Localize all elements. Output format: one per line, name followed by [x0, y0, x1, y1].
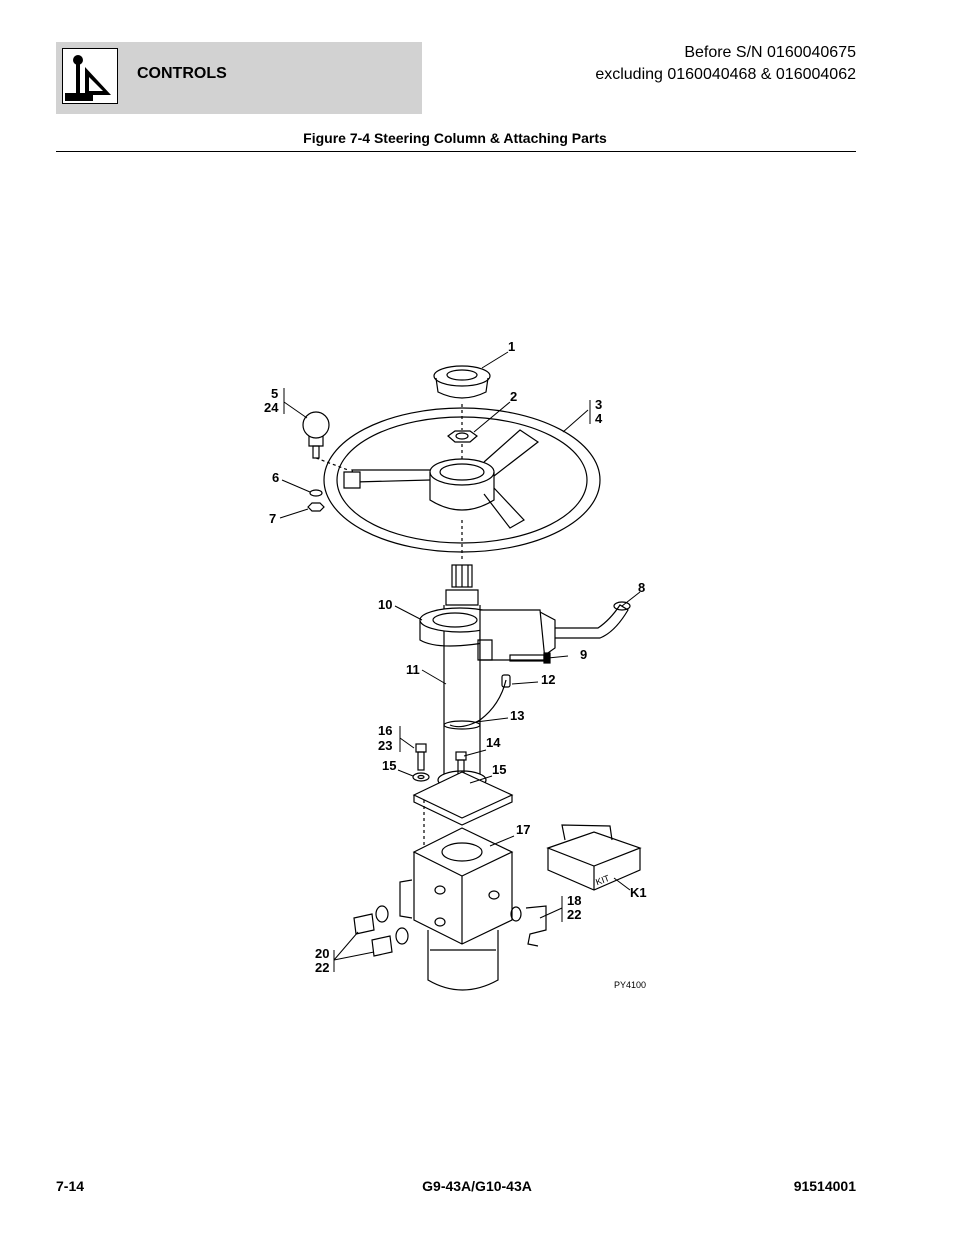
serial-line-2: excluding 0160040468 & 016004062: [595, 66, 856, 83]
callout-2: 2: [510, 389, 517, 404]
callout-23: 23: [378, 738, 392, 753]
callout-22-left: 22: [315, 960, 329, 975]
control-lever-icon: [62, 48, 118, 104]
callout-15-left: 15: [382, 758, 396, 773]
drawing-code: PY4100: [614, 980, 646, 990]
callout-9: 9: [580, 647, 587, 662]
turn-signal-switch: [477, 601, 631, 661]
section-title: CONTROLS: [137, 65, 227, 82]
seal-kit-box: [546, 824, 642, 891]
serial-line-1: Before S/N 0160040675: [684, 44, 856, 61]
callout-15-right: 15: [492, 762, 506, 777]
callout-10: 10: [378, 597, 392, 612]
callout-1: 1: [508, 339, 515, 354]
model-name: G9-43A/G10-43A: [422, 1178, 532, 1194]
column-body: [437, 605, 487, 790]
callout-7: 7: [269, 511, 276, 526]
header-rule: [56, 151, 856, 152]
serial-range: Before S/N 0160040675 excluding 01600404…: [595, 42, 856, 86]
callout-8: 8: [638, 580, 645, 595]
callout-3: 3: [595, 397, 602, 412]
callout-6: 6: [272, 470, 279, 485]
figure-title: Figure 7-4 Steering Column & Attaching P…: [303, 130, 607, 146]
steering-valve: [399, 827, 514, 991]
lock-nut: [307, 502, 325, 512]
wire-harness: [443, 674, 511, 730]
washer: [309, 489, 323, 497]
leader-lines: [279, 351, 641, 972]
callout-20: 20: [315, 946, 329, 961]
horn-cap: [433, 365, 491, 399]
callout-14: 14: [486, 735, 501, 750]
spinner-knob: [302, 411, 349, 471]
callout-k1: K1: [630, 885, 647, 900]
callout-24: 24: [264, 400, 279, 415]
mount-plate: [412, 771, 514, 826]
callout-17: 17: [516, 822, 530, 837]
steering-nut: [447, 430, 478, 443]
document-number: 91514001: [793, 1178, 856, 1194]
page-number: 7-14: [56, 1178, 85, 1194]
callout-18: 18: [567, 893, 581, 908]
callout-4: 4: [595, 411, 603, 426]
callout-11: 11: [406, 662, 420, 677]
callout-13: 13: [510, 708, 524, 723]
callout-22-right: 22: [567, 907, 581, 922]
callouts: 1 2 3 4 5 24 6 7 8 10 9 11 12 13 16 23 1…: [264, 339, 647, 975]
kit-label: KIT: [594, 873, 611, 887]
column-shaft: [445, 564, 479, 606]
bolts: [412, 743, 467, 782]
fittings: [353, 905, 547, 957]
callout-16: 16: [378, 723, 392, 738]
callout-5: 5: [271, 386, 278, 401]
callout-12: 12: [541, 672, 555, 687]
